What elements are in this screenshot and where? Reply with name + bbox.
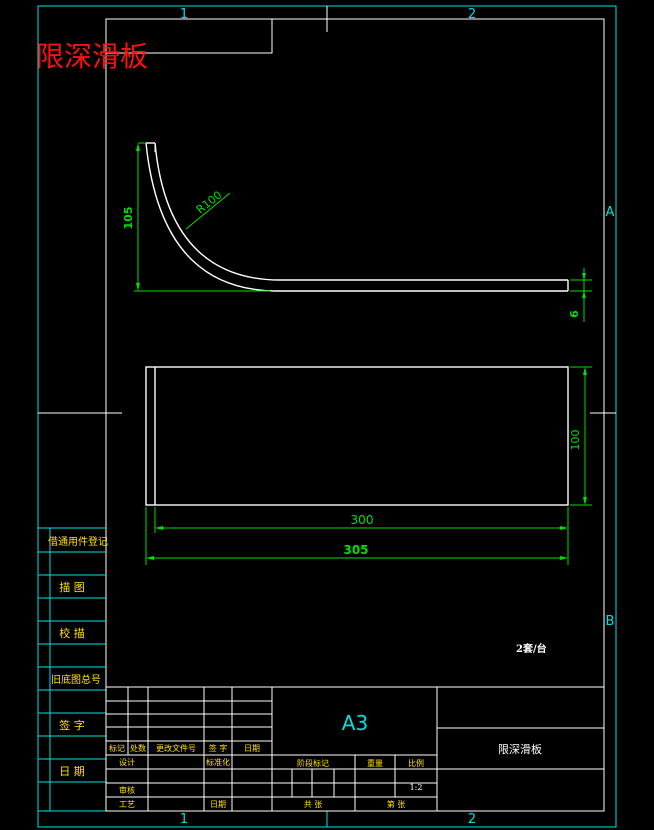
radius-label: R100 xyxy=(194,188,225,216)
designer-label: 设计 xyxy=(119,757,135,767)
plate-outline xyxy=(145,366,569,506)
stage-label: 阶段标记 xyxy=(297,758,329,768)
rev-header-mark: 标记 xyxy=(109,743,125,753)
rev-header-doc: 更改文件号 xyxy=(156,743,196,753)
inner-length-label: 300 xyxy=(351,513,374,527)
width-label: 100 xyxy=(569,430,582,451)
checker-label: 审核 xyxy=(119,785,135,795)
zone-col-1: 1 xyxy=(180,7,188,22)
side-table-row-0: 借通用件登记 xyxy=(48,535,108,548)
thickness-label: 6 xyxy=(568,310,581,318)
radius-leader xyxy=(185,192,231,230)
sheet-format: A3 xyxy=(342,711,368,735)
rev-header-date: 日期 xyxy=(244,744,260,753)
drawing-title: 限深滑板 xyxy=(36,40,148,73)
title-box-corner xyxy=(106,19,273,54)
side-table-row-3: 旧底图总号 xyxy=(51,673,101,686)
rev-header-sign: 签 字 xyxy=(209,743,228,753)
quantity-note: 2套/台 xyxy=(516,642,547,655)
standardization-label: 标准化 xyxy=(206,757,230,767)
part-name: 限深滑板 xyxy=(498,742,542,756)
outer-length-label: 305 xyxy=(343,543,368,557)
approve-date-label: 日期 xyxy=(210,800,226,809)
top-view: 100 300 305 xyxy=(145,366,592,565)
side-table-row-2: 校 描 xyxy=(59,626,85,640)
inner-contour xyxy=(154,142,568,281)
outer-contour xyxy=(145,142,568,292)
side-view: R100 105 6 xyxy=(122,142,592,322)
title-block: 标记 处数 更改文件号 签 字 日期 设计 标准化 审核 工艺 日期 A3 阶段… xyxy=(105,686,605,812)
inner-frame xyxy=(105,18,605,812)
scale-value: 1:2 xyxy=(410,783,423,792)
zone-col-2-bottom: 2 xyxy=(468,812,476,827)
weight-label: 重量 xyxy=(367,758,383,768)
outer-frame xyxy=(37,5,617,828)
scale-label: 比例 xyxy=(408,758,424,768)
height-label: 105 xyxy=(122,207,135,230)
zone-row-b: B xyxy=(606,614,615,629)
rev-header-count: 处数 xyxy=(130,743,146,753)
process-label: 工艺 xyxy=(119,800,135,809)
side-table-row-1: 描 图 xyxy=(59,580,85,594)
zone-row-a: A xyxy=(606,205,615,220)
zone-col-2: 2 xyxy=(468,7,476,22)
side-table-row-4: 签 字 xyxy=(59,718,85,732)
sheet-number: 第 张 xyxy=(387,799,406,809)
zone-col-1-bottom: 1 xyxy=(180,812,188,827)
side-registration-table: 借通用件登记 描 图 校 描 旧底图总号 签 字 日 期 xyxy=(38,527,108,812)
sheet-total: 共 张 xyxy=(304,800,323,809)
side-table-row-5: 日 期 xyxy=(59,765,85,778)
